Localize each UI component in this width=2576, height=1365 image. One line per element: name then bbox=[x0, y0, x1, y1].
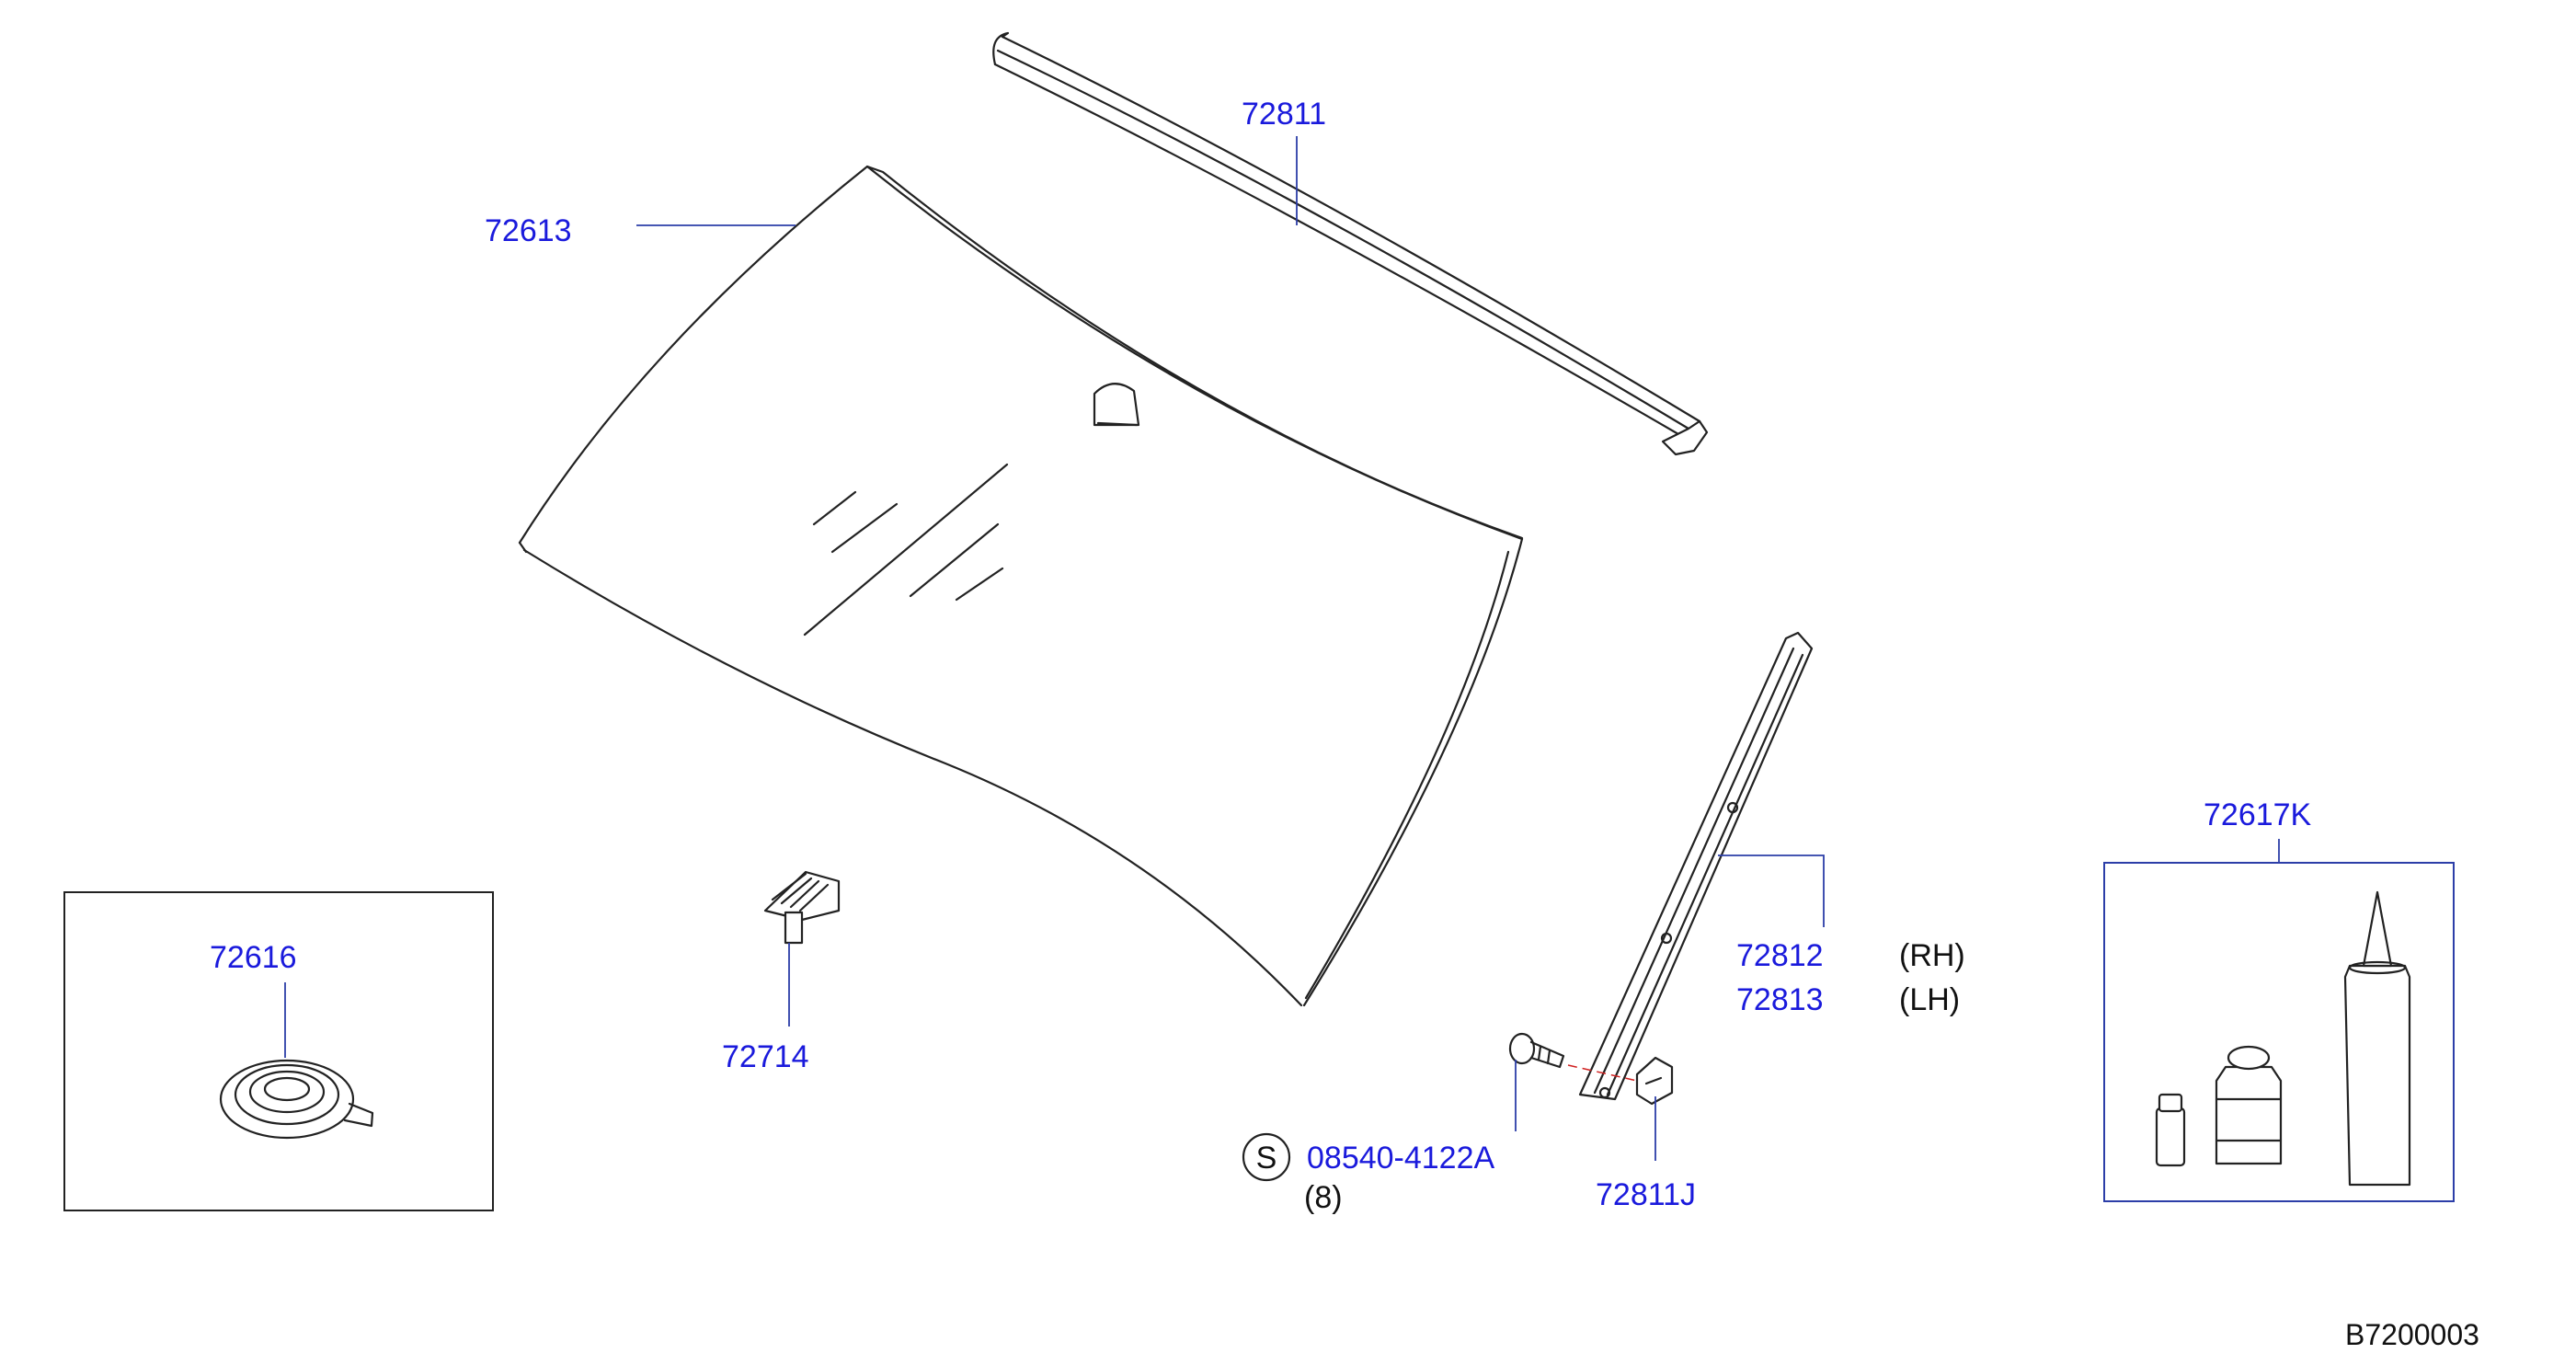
dam-rubber-coil bbox=[219, 1059, 374, 1140]
s-symbol: S bbox=[1256, 1141, 1277, 1176]
box-72616 bbox=[63, 891, 494, 1211]
top-moulding bbox=[992, 31, 1709, 456]
note-rh: (RH) bbox=[1899, 938, 1965, 973]
side-moulding bbox=[1578, 631, 1814, 1101]
label-72811: 72811 bbox=[1242, 97, 1326, 132]
label-72812: 72812 bbox=[1736, 938, 1824, 973]
label-72813: 72813 bbox=[1736, 982, 1824, 1017]
s-standard-part-icon bbox=[1242, 1132, 1291, 1182]
diagram-code: B7200003 bbox=[2345, 1318, 2479, 1351]
windshield-glass bbox=[518, 165, 1524, 1007]
label-72811j: 72811J bbox=[1596, 1177, 1696, 1212]
adhesive-kit bbox=[2155, 890, 2411, 1187]
screw bbox=[1508, 1032, 1638, 1082]
label-72617k: 72617K bbox=[2204, 797, 2312, 832]
note-lh: (LH) bbox=[1899, 982, 1960, 1017]
label-72616: 72616 bbox=[210, 940, 297, 975]
clip-72811j bbox=[1635, 1056, 1674, 1106]
note-quantity: (8) bbox=[1304, 1180, 1343, 1215]
leader-72812 bbox=[1718, 855, 1825, 927]
label-08540-4122a: 08540-4122A bbox=[1307, 1141, 1495, 1176]
label-72613: 72613 bbox=[485, 213, 572, 248]
label-72714: 72714 bbox=[722, 1039, 809, 1074]
clip-72714 bbox=[763, 870, 841, 945]
